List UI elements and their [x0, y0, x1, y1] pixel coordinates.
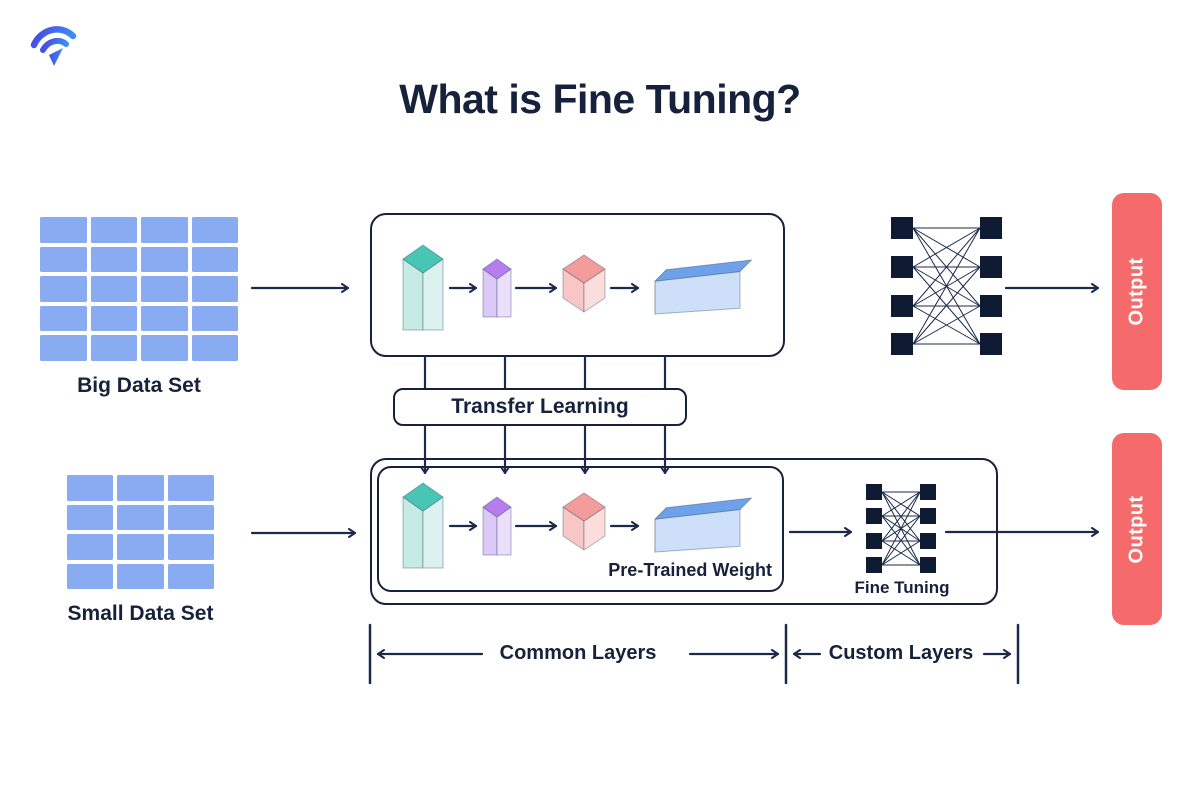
network-node — [980, 256, 1002, 278]
page-title: What is Fine Tuning? — [399, 76, 801, 122]
network-node — [866, 508, 882, 524]
small-data-set-label: Small Data Set — [67, 602, 214, 625]
data-cell — [191, 276, 238, 302]
network-node — [920, 484, 936, 500]
data-cell — [117, 534, 164, 560]
pretrained-weight-label: Pre-Trained Weight — [608, 560, 772, 580]
tall-teal-block — [402, 482, 444, 569]
data-cell — [117, 504, 164, 530]
network-node — [980, 333, 1002, 355]
big-data-set-label: Big Data Set — [77, 374, 201, 397]
network-node — [920, 508, 936, 524]
common-layers-label: Common Layers — [499, 642, 657, 664]
big-data-grid — [40, 217, 238, 361]
data-cell — [191, 305, 238, 332]
data-cell — [167, 504, 214, 530]
small-pink-cube — [562, 254, 606, 313]
fine-tuning-label: Fine Tuning — [854, 578, 950, 597]
network-node — [866, 533, 882, 549]
data-cell — [141, 217, 188, 243]
brand-logo-icon — [30, 26, 77, 66]
output-label: Output — [1125, 257, 1148, 326]
custom-layers-label: Custom Layers — [828, 642, 974, 664]
data-cell — [141, 276, 188, 302]
network-node — [891, 217, 913, 239]
network-node — [891, 295, 913, 317]
network-node — [920, 533, 936, 549]
data-cell — [67, 563, 114, 589]
network-node — [891, 333, 913, 355]
medium-purple-block — [482, 258, 512, 318]
output-pill-bottom: Output — [1112, 433, 1162, 625]
data-cell — [141, 246, 188, 273]
network-node — [980, 295, 1002, 317]
dense-network-fine-tuning — [866, 484, 936, 573]
network-node — [891, 256, 913, 278]
network-node — [980, 217, 1002, 239]
transfer-learning-label: Transfer Learning — [451, 395, 629, 418]
wide-blue-slab — [654, 497, 753, 553]
data-cell — [67, 534, 114, 560]
medium-purple-block — [482, 496, 512, 556]
data-cell — [40, 305, 87, 332]
data-cell — [90, 305, 137, 332]
data-cell — [90, 335, 137, 361]
data-cell — [67, 475, 114, 501]
data-cell — [117, 475, 164, 501]
data-cell — [141, 335, 188, 361]
data-cell — [40, 276, 87, 302]
data-cell — [141, 305, 188, 332]
output-pill-top: Output — [1112, 193, 1162, 390]
network-node — [866, 557, 882, 573]
data-cell — [191, 217, 238, 243]
dense-network-large — [891, 217, 1002, 355]
wide-blue-slab — [654, 259, 753, 315]
output-label: Output — [1125, 495, 1148, 563]
small-pink-cube — [562, 492, 606, 551]
data-cell — [40, 335, 87, 361]
data-cell — [90, 246, 137, 273]
network-node — [866, 484, 882, 500]
data-cell — [191, 335, 238, 361]
data-cell — [90, 276, 137, 302]
data-cell — [167, 534, 214, 560]
data-cell — [191, 246, 238, 273]
small-data-grid — [67, 475, 214, 589]
data-cell — [167, 563, 214, 589]
tall-teal-block — [402, 244, 444, 331]
data-cell — [167, 475, 214, 501]
data-cell — [40, 217, 87, 243]
transfer-learning-box: Transfer Learning — [393, 388, 687, 426]
data-cell — [67, 504, 114, 530]
data-cell — [90, 217, 137, 243]
data-cell — [40, 246, 87, 273]
data-cell — [117, 563, 164, 589]
network-node — [920, 557, 936, 573]
